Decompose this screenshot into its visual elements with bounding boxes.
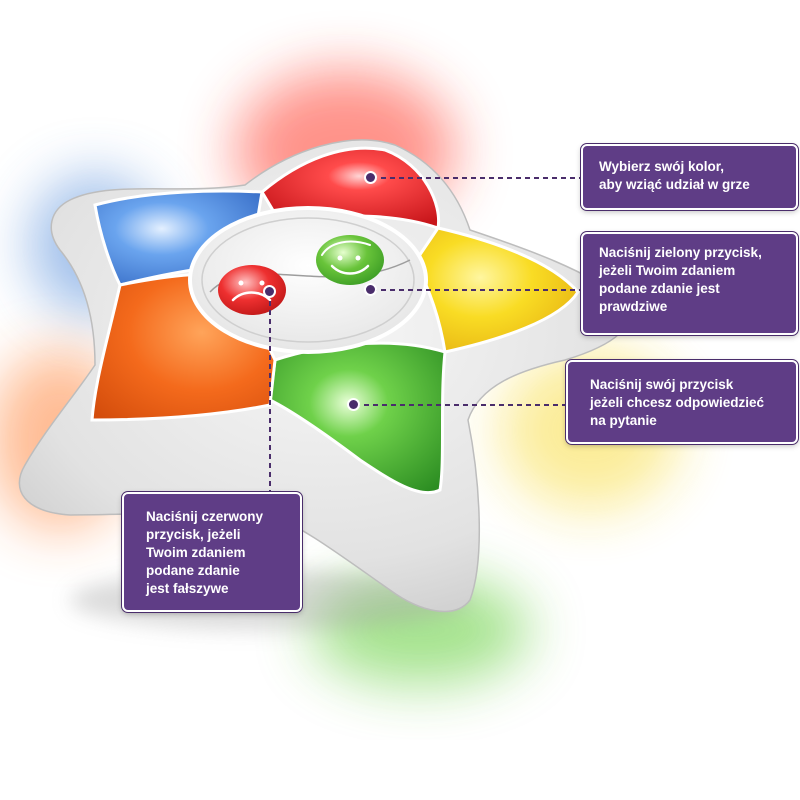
callout-green-button-text: Naciśnij zielony przycisk, jeżeli Twoim … (599, 245, 762, 314)
pointer-dot-green-button (364, 283, 377, 296)
yellow-segment[interactable] (413, 226, 580, 354)
callout-red-button: Naciśnij czerwony przycisk, jeżeli Twoim… (122, 492, 302, 612)
green-segment[interactable] (268, 341, 447, 495)
callout-choose-color: Wybierz swój kolor, aby wziąć udział w g… (581, 144, 798, 210)
pointer-dot-green-segment (347, 398, 360, 411)
callout-choose-color-text: Wybierz swój kolor, aby wziąć udział w g… (599, 159, 750, 192)
callout-own-button-text: Naciśnij swój przycisk jeżeli chcesz odp… (590, 377, 765, 428)
pointer-dot-red-segment (364, 171, 377, 184)
leader-lines (269, 177, 581, 492)
pointer-dot-red-button (263, 285, 276, 298)
callout-own-button: Naciśnij swój przycisk jeżeli chcesz odp… (566, 360, 798, 444)
callout-red-button-text: Naciśnij czerwony przycisk, jeżeli Twoim… (146, 509, 264, 596)
happy-face-icon[interactable] (316, 235, 384, 285)
callout-green-button: Naciśnij zielony przycisk, jeżeli Twoim … (581, 232, 798, 335)
